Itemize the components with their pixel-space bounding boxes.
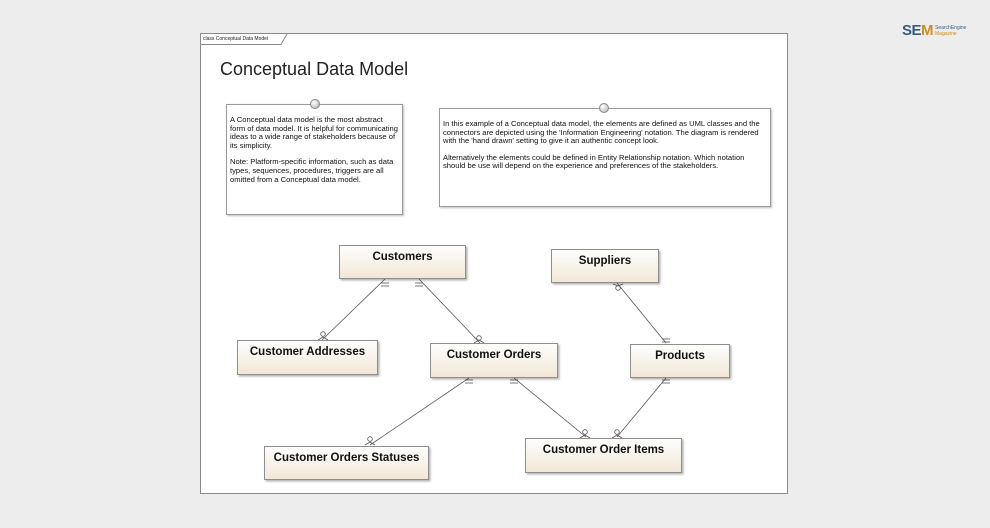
entity-customers[interactable]: Customers	[339, 245, 466, 279]
entity-customer-order-items[interactable]: Customer Order Items	[525, 438, 682, 473]
connector-products-items	[616, 377, 667, 438]
connector-suppliers-products	[616, 282, 667, 344]
note-conceptual-definition[interactable]: A Conceptual data model is the most abst…	[226, 99, 403, 215]
logo-letter-m: M	[921, 22, 934, 39]
note-anchor-icon	[599, 103, 609, 113]
entity-customer-orders[interactable]: Customer Orders	[430, 343, 558, 378]
note-paragraph: A Conceptual data model is the most abst…	[230, 115, 398, 150]
entity-suppliers[interactable]: Suppliers	[551, 249, 659, 283]
diagram-title: Conceptual Data Model	[220, 59, 409, 79]
connector-customers-addresses	[321, 278, 386, 341]
logo-line1: SearchEngine	[935, 25, 967, 31]
logo-letters-se: SE	[902, 22, 922, 39]
note-paragraph: Note: Platform-specific information, suc…	[230, 157, 394, 184]
logo-line2: Magazine	[935, 31, 957, 37]
note-paragraph: In this example of a Conceptual data mod…	[443, 119, 760, 146]
entity-customer-addresses[interactable]: Customer Addresses	[237, 340, 378, 375]
frame-tab-label: class Conceptual Data Model	[203, 36, 269, 42]
brand-logo: SEM SearchEngine Magazine	[898, 20, 970, 42]
entity-customer-orders-statuses[interactable]: Customer Orders Statuses	[264, 446, 429, 480]
connector-orders-items	[513, 377, 587, 438]
frame-tab-border	[201, 34, 288, 45]
note-anchor-icon	[310, 99, 320, 109]
entity-products[interactable]: Products	[630, 344, 730, 378]
note-paragraph: Alternatively the elements could be defi…	[443, 152, 745, 171]
connector-customers-orders	[418, 278, 481, 344]
note-notation-explanation[interactable]: In this example of a Conceptual data mod…	[439, 103, 771, 207]
logo-wordmark: SEM	[902, 22, 934, 39]
connector-orders-statuses	[369, 377, 470, 446]
